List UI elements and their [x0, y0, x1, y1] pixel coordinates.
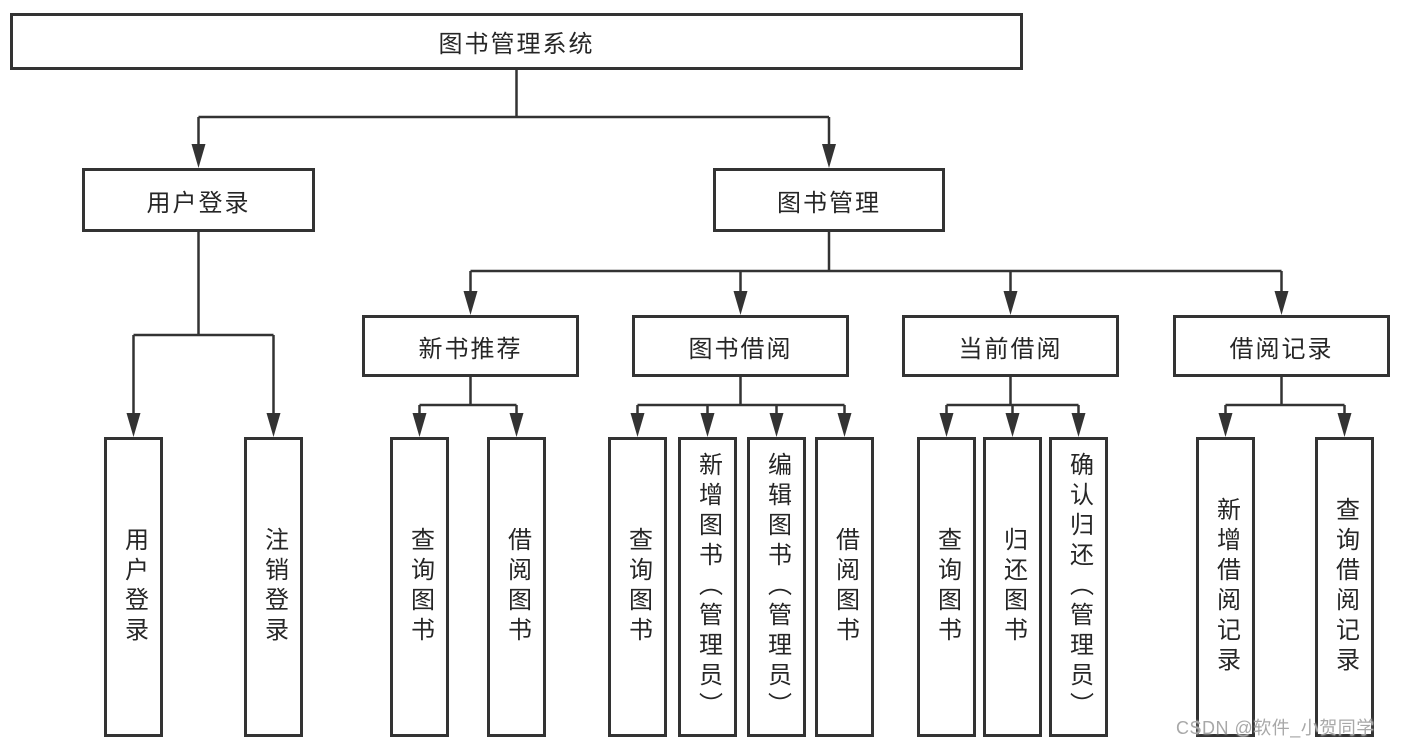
leaf-records-add-label: 新增借阅记录 [1212, 497, 1240, 677]
leaf-current-query: 查询图书 [917, 437, 976, 737]
leaf-borrow-edit-admin-label: 编辑图书（管理员） [763, 452, 791, 722]
node-borrow-records-label: 借阅记录 [1229, 335, 1334, 363]
leaf-records-query-label: 查询借阅记录 [1331, 497, 1359, 677]
leaf-newbook-query: 查询图书 [390, 437, 449, 737]
leaf-borrow-borrow: 借阅图书 [815, 437, 874, 737]
leaf-records-query: 查询借阅记录 [1315, 437, 1374, 737]
leaf-borrow-query: 查询图书 [608, 437, 667, 737]
connector-borrow-records [1218, 377, 1352, 437]
node-new-book-recommend-label: 新书推荐 [418, 335, 523, 363]
connector-book-management [463, 232, 1289, 315]
connector-user-login [126, 232, 281, 437]
node-borrow-records: 借阅记录 [1173, 315, 1390, 377]
node-book-borrow: 图书借阅 [632, 315, 849, 377]
connector-current-borrow [939, 377, 1086, 437]
node-book-borrow-label: 图书借阅 [688, 335, 793, 363]
leaf-records-add: 新增借阅记录 [1196, 437, 1255, 737]
node-user-login: 用户登录 [82, 168, 315, 232]
leaf-newbook-query-label: 查询图书 [406, 527, 434, 647]
connector-new-book-recommend [412, 377, 524, 437]
node-current-borrow-label: 当前借阅 [958, 335, 1063, 363]
leaf-borrow-query-label: 查询图书 [624, 527, 652, 647]
leaf-logout: 注销登录 [244, 437, 303, 737]
csdn-watermark: CSDN @软件_小贺同学 [1176, 718, 1375, 738]
leaf-borrow-add-admin: 新增图书（管理员） [678, 437, 737, 737]
node-user-login-label: 用户登录 [146, 189, 251, 217]
node-book-management-label: 图书管理 [777, 189, 881, 217]
node-current-borrow: 当前借阅 [902, 315, 1119, 377]
leaf-newbook-borrow: 借阅图书 [487, 437, 546, 737]
leaf-newbook-borrow-label: 借阅图书 [503, 527, 531, 647]
node-root: 图书管理系统 [10, 13, 1023, 70]
leaf-current-query-label: 查询图书 [933, 527, 961, 647]
leaf-borrow-add-admin-label: 新增图书（管理员） [694, 452, 722, 722]
connector-root [191, 70, 836, 168]
leaf-logout-label: 注销登录 [260, 527, 288, 647]
leaf-current-confirm-admin: 确认归还（管理员） [1049, 437, 1108, 737]
connector-book-borrow [630, 377, 852, 437]
leaf-user-login-label: 用户登录 [120, 527, 148, 647]
leaf-borrow-edit-admin: 编辑图书（管理员） [747, 437, 806, 737]
leaf-current-confirm-admin-label: 确认归还（管理员） [1065, 452, 1093, 722]
node-new-book-recommend: 新书推荐 [362, 315, 579, 377]
leaf-user-login: 用户登录 [104, 437, 163, 737]
node-book-management: 图书管理 [713, 168, 945, 232]
leaf-current-return-label: 归还图书 [999, 527, 1027, 647]
leaf-borrow-borrow-label: 借阅图书 [831, 527, 859, 647]
leaf-current-return: 归还图书 [983, 437, 1042, 737]
node-root-label: 图书管理系统 [438, 31, 595, 58]
